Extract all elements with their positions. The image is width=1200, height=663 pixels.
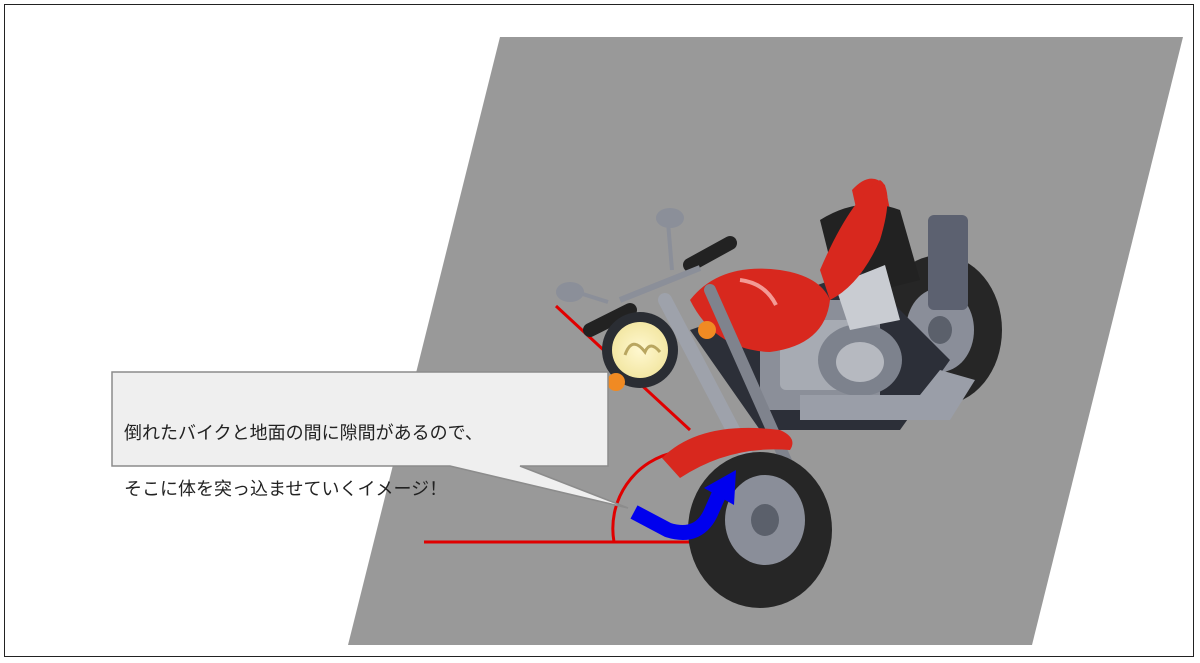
speech-callout [111, 371, 629, 509]
callout-text: 倒れたバイクと地面の間に隙間があるので、 そこに体を突っ込ませていくイメージ！ [124, 392, 604, 532]
callout-line-2: そこに体を突っ込ませていくイメージ！ [124, 479, 448, 500]
fallen-motorcycle-icon [556, 178, 1002, 608]
angle-arc [611, 450, 677, 543]
callout-line-1: 倒れたバイクと地面の間に隙間があるので、 [124, 423, 483, 444]
blue-curved-arrow-icon [630, 470, 736, 540]
